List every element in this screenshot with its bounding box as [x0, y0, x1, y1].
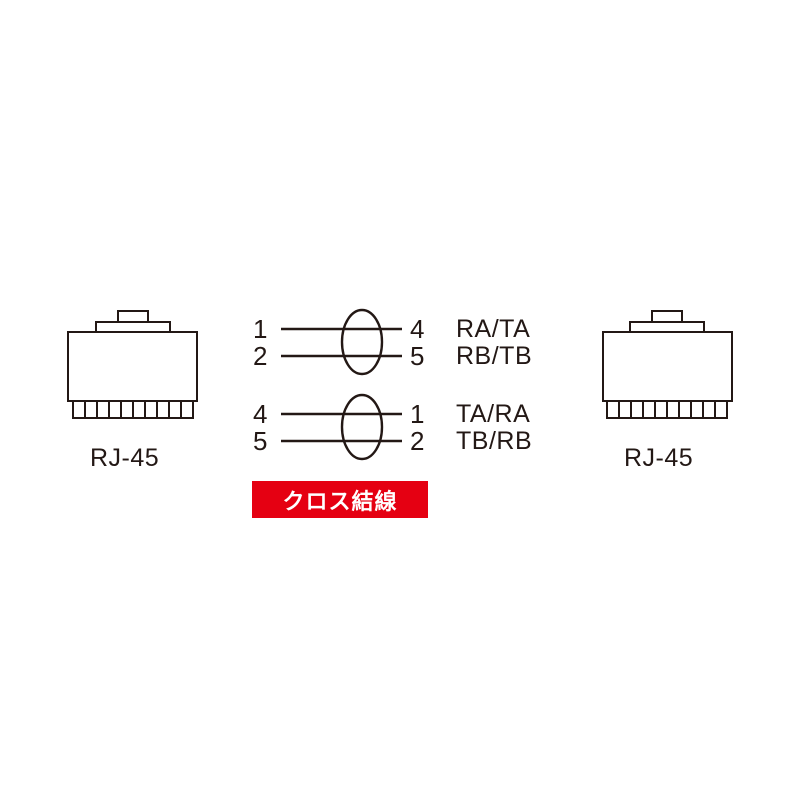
pair2-signal-1: TA/RA [456, 400, 531, 428]
pair1-right-pin-1: 4 [410, 314, 425, 344]
pair2-left-pin-1: 4 [253, 399, 268, 429]
pair-2-twisted-wires-icon [281, 393, 402, 461]
pair2-right-pin-2: 2 [410, 426, 425, 456]
pair2-left-pin-2: 5 [253, 426, 268, 456]
left-rj45-connector-icon [67, 310, 198, 419]
pair1-right-pin-2: 5 [410, 341, 425, 371]
right-rj45-connector-icon [602, 310, 733, 419]
pair1-signal-1: RA/TA [456, 315, 531, 343]
pair1-left-pin-1: 1 [253, 314, 268, 344]
pair1-left-pin-2: 2 [253, 341, 268, 371]
pair2-right-pin-1: 1 [410, 399, 425, 429]
cross-wiring-badge: クロス結線 [252, 481, 428, 518]
pair-1-twisted-wires-icon [281, 308, 402, 376]
left-connector-label: RJ-45 [90, 444, 160, 472]
right-connector-label: RJ-45 [624, 444, 694, 472]
pair2-signal-2: TB/RB [456, 427, 533, 455]
pair1-signal-2: RB/TB [456, 342, 533, 370]
